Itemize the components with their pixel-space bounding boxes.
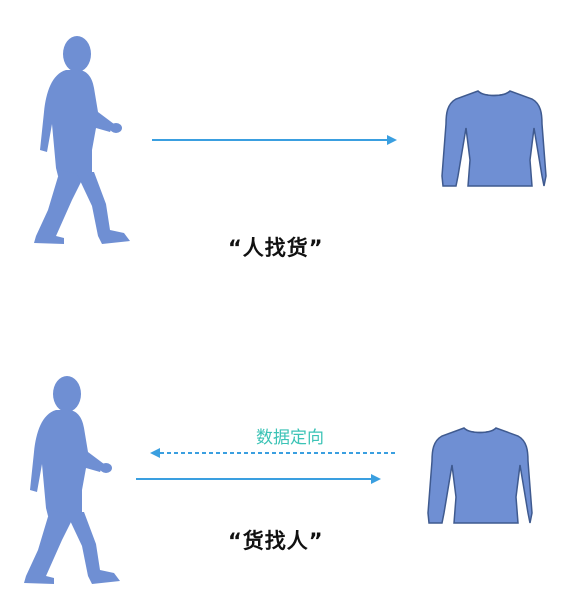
bottom-dashed-arrow bbox=[150, 448, 398, 458]
top-arrow bbox=[152, 135, 397, 145]
bottom-sweater bbox=[427, 427, 533, 524]
arrow-head-right bbox=[387, 135, 397, 145]
bottom-caption: “货找人” bbox=[228, 529, 324, 553]
sweater-icon bbox=[427, 427, 533, 524]
bottom-person-figure bbox=[24, 376, 120, 584]
walking-person-icon bbox=[24, 376, 120, 584]
data-targeting-label: 数据定向 bbox=[256, 428, 324, 448]
arrow-head-left bbox=[150, 448, 160, 458]
top-sweater bbox=[441, 90, 547, 187]
top-caption: “人找货” bbox=[228, 236, 324, 260]
arrow-head-right bbox=[371, 474, 381, 484]
bottom-solid-arrow bbox=[136, 474, 381, 484]
sweater-icon bbox=[441, 90, 547, 187]
top-person-figure bbox=[34, 36, 130, 244]
walking-person-icon bbox=[34, 36, 130, 244]
